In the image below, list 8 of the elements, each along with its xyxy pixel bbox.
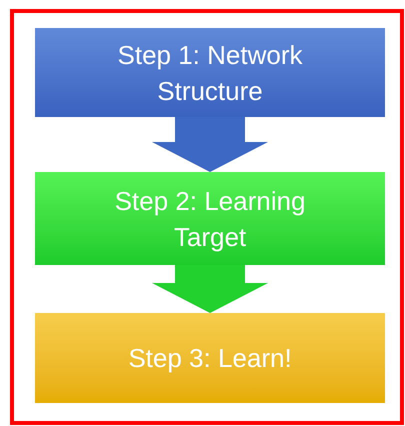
step-label: Step 2: Learning Target xyxy=(114,184,306,254)
step-label: Step 1: Network Structure xyxy=(116,38,304,108)
block-arrow xyxy=(152,117,268,172)
block-arrow xyxy=(152,265,268,313)
step-box xyxy=(35,172,385,265)
step-box xyxy=(35,313,385,403)
step-label: Step 3: Learn! xyxy=(128,342,292,375)
step-box xyxy=(35,28,385,117)
